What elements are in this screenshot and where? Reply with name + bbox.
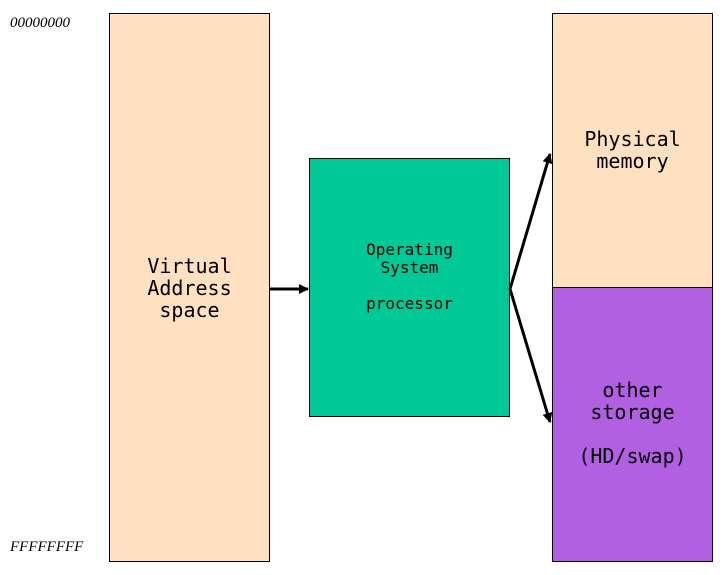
other-storage-sub-label: (HD/swap) (578, 444, 687, 468)
operating-system-box: Operating System processor (309, 158, 510, 417)
other-storage-box: other storage (HD/swap) (552, 287, 713, 562)
physical-memory-label-line2: memory (596, 149, 669, 173)
virtual-address-space-box: Virtual Address space (109, 13, 270, 562)
operating-system-label-line1: Operating (366, 240, 453, 259)
address-end-label: FFFFFFFF (10, 539, 84, 555)
operating-system-label-line2: System (380, 257, 439, 277)
other-storage-label-line1: other (602, 378, 663, 402)
physical-memory-box: Physical memory (552, 13, 713, 288)
virtual-address-space-label-line2: Address (147, 275, 232, 300)
other-storage-label-line2: storage (590, 400, 675, 424)
virtual-address-space-label-line1: Virtual (147, 253, 232, 278)
physical-memory-label-line1: Physical (584, 127, 681, 151)
address-start-label: 00000000 (10, 15, 70, 31)
os-to-other-storage-arrow (508, 288, 553, 423)
virtual-address-space-label-line3: space (159, 297, 220, 322)
operating-system-sub-label: processor (366, 294, 453, 314)
os-to-physical-memory-arrow (508, 153, 553, 290)
